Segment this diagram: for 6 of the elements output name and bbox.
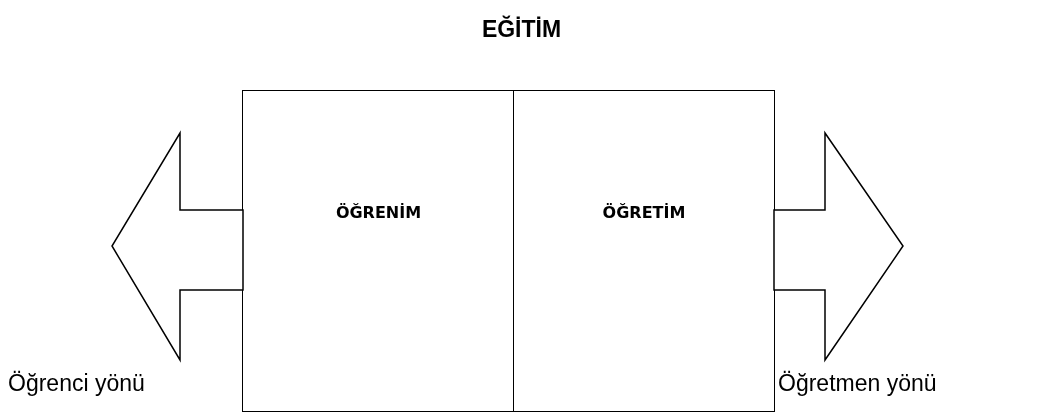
title: EĞİTİM xyxy=(480,16,563,43)
box-heading: ÖĞRETİM xyxy=(602,203,686,222)
diagram-half-box xyxy=(513,90,775,412)
box-heading: ÖĞRENİM xyxy=(335,203,422,222)
diagram-half-box xyxy=(242,90,515,412)
direction-label: Öğrenci yönü xyxy=(8,370,145,397)
